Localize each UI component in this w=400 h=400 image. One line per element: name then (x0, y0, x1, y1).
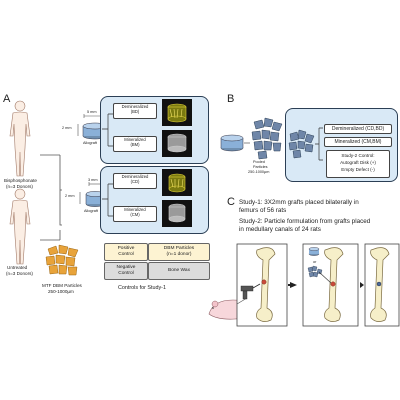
panel-b-min-label: Mineralized (CM,BM) (334, 139, 382, 145)
panel-b-demin-label: Demineralized (CD,BD) (331, 126, 385, 132)
graft-small-icon (308, 247, 320, 256)
graft-bottom-icon (79, 182, 105, 207)
negative-control-line1: Negative (116, 265, 136, 271)
label-bd-line1: Demineralized (121, 104, 149, 109)
pooled-particles-icon (251, 117, 283, 160)
bone-wax-label: Bone Wax (168, 268, 190, 274)
or-label: or (313, 260, 317, 264)
human-figure-bottom-icon (9, 188, 31, 265)
ct-yellow-bottom-icon (168, 173, 186, 193)
ct-images-top (162, 99, 192, 157)
donor-top-count: (n=3 Donors) (6, 184, 33, 189)
label-bm: Mineralized (BM) (113, 136, 157, 152)
graft-top-label: Allograft (83, 141, 97, 145)
label-bd: Demineralized (BD) (113, 103, 157, 119)
panel-a-letter: A (3, 93, 11, 105)
panel-a-top-bracket (102, 113, 114, 147)
graft-top-width: 5 mm (87, 110, 97, 114)
graft-top-height: 2 mm (62, 126, 72, 130)
pooled-line2: Particles (253, 165, 268, 169)
dbm-control-line2: (n=1 donor) (166, 252, 192, 257)
arrow-right-icon-1 (288, 282, 297, 288)
human-figures (9, 100, 31, 265)
study2-control-line1: Study-2 Control: (341, 153, 375, 158)
arrow-right-icon-2 (360, 282, 364, 288)
study2-control-box: Study-2 Control: Autograft Disk (+) Empt… (326, 150, 390, 178)
dbm-particles-icon (45, 244, 79, 276)
ct-gray-bottom-icon (168, 203, 186, 223)
panel-a-bottom-bracket (102, 183, 114, 217)
label-bm-line2: (BM) (130, 142, 140, 147)
label-cm-line1: Mineralized (124, 207, 146, 212)
panel-c-graphics (208, 243, 400, 327)
particles-inner-icon (288, 129, 315, 159)
dbm-particles-control-box: DBM Particles(n=1 donor) (148, 243, 210, 261)
defect-site-1 (261, 279, 267, 285)
label-cd: Demineralized (CD) (113, 173, 157, 189)
ct-gray-top-icon (167, 133, 187, 153)
study1-line1: Study-1: 3X2mm grafts placed bilaterally… (239, 199, 359, 206)
study2-line2: in medullary canals of 24 rats (239, 226, 321, 233)
label-bm-line1: Mineralized (124, 137, 146, 142)
graft-bottom-height: 2 mm (65, 194, 75, 198)
donor-connectors (40, 154, 62, 241)
ct-images-bottom (162, 169, 192, 227)
panel-b-demin-box: Demineralized (CD,BD) (324, 124, 392, 134)
study1-line2: femurs of 56 rats (239, 207, 287, 214)
ct-yellow-top-icon (167, 103, 187, 123)
donor-top-name: Bisphosphonate (4, 178, 37, 183)
donor-bottom-name: Untreated (7, 265, 28, 270)
study2-control-line3: Empty Defect (-) (341, 167, 375, 172)
negative-control-line2: Control (118, 271, 134, 276)
defect-site-2 (330, 281, 336, 287)
pooled-line3: 250-1000µm (248, 170, 270, 174)
positive-control-line2: Control (118, 252, 134, 257)
positive-control-line1: Positive (117, 246, 135, 252)
dbm-particles-label-line1: MTF DBM Particles (42, 283, 82, 288)
study2-control-line2: Autograft Disk (+) (340, 160, 376, 165)
panel-b-min-box: Mineralized (CM,BM) (324, 137, 392, 147)
pooled-graft-icon (220, 134, 244, 152)
label-cd-line2: (CD) (130, 179, 140, 184)
human-figure-top-icon (9, 100, 31, 177)
panel-b-graphics (220, 117, 283, 160)
label-cd-line1: Demineralized (121, 174, 149, 179)
panel-b-letter: B (227, 93, 235, 105)
defect-site-3 (376, 281, 382, 287)
pooled-line1: Pooled (253, 160, 265, 164)
donor-bottom-count: (n=3 Donors) (6, 271, 33, 276)
dbm-particles-label-line2: 250-1000µm (48, 289, 74, 294)
femur-1-icon (256, 247, 276, 322)
bone-wax-box: Bone Wax (148, 262, 210, 280)
dbm-control-line1: DBM Particles (163, 246, 195, 252)
graft-bottom-width: 3 mm (88, 178, 98, 182)
controls-caption: Controls for Study-1 (118, 285, 166, 291)
drill-icon (240, 283, 261, 300)
panel-b-inner-particles (288, 127, 323, 161)
study2-line1: Study-2: Particle formulation from graft… (239, 218, 371, 225)
panel-c-letter: C (227, 196, 235, 208)
label-cm: Mineralized (CM) (113, 206, 157, 222)
label-bd-line2: (BD) (130, 109, 140, 114)
graft-bottom-label: Allograft (84, 209, 98, 213)
label-cm-line2: (CM) (130, 212, 140, 217)
